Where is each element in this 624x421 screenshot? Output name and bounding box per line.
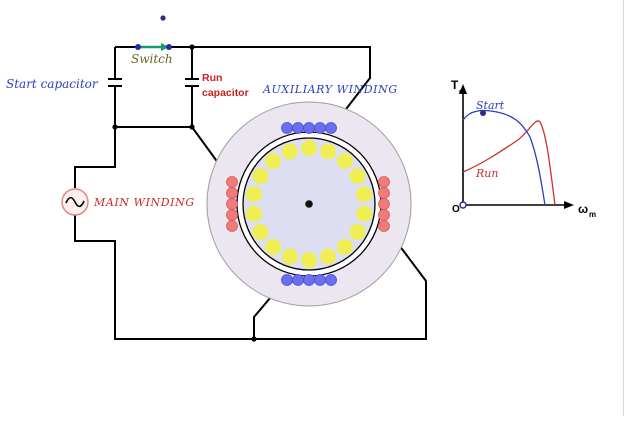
run-capacitor-symbol [185, 78, 199, 87]
main-coil-turn [378, 198, 390, 210]
rotor-bars [245, 140, 373, 268]
main-coil-turn [226, 198, 238, 210]
auxiliary-coil-turn [314, 274, 326, 286]
auxiliary-winding-label: AUXILIARY WINDING [262, 83, 398, 96]
rotor-bar [245, 205, 262, 222]
main-winding-label: MAIN WINDING [93, 196, 195, 209]
start-curve-marker [480, 110, 486, 116]
motor [206, 101, 412, 307]
main-coil-turn [378, 187, 390, 199]
rotor-shaft [305, 200, 313, 208]
auxiliary-coil-turn [325, 274, 337, 286]
ac-source [61, 188, 89, 216]
rotor-bar [265, 238, 282, 255]
rotor-bar [265, 153, 282, 170]
main-coil-turn [378, 176, 390, 188]
run-capacitor-label-line2: capacitor [202, 87, 249, 99]
rotor-bar [281, 248, 298, 265]
graph-y-arrow [459, 84, 467, 94]
auxiliary-coil-turn [281, 122, 293, 134]
wire-main-left [74, 127, 427, 340]
main-coil-turn [378, 220, 390, 232]
main-coil-right [378, 176, 390, 232]
start-capacitor-symbol [108, 78, 122, 87]
rotor-bar [301, 252, 317, 268]
run-capacitor-label-line1: Run [202, 72, 222, 84]
rotor-bar [336, 238, 353, 255]
auxiliary-coil-bottom [281, 274, 337, 286]
rotor-bar [336, 153, 353, 170]
main-coil-turn [226, 187, 238, 199]
junction-dots [112, 44, 257, 342]
start-torque-curve [462, 109, 546, 206]
rotor-bar [356, 205, 373, 222]
rotor-bar [245, 186, 262, 203]
auxiliary-coil-turn [303, 122, 315, 134]
graph-x-label: ω [578, 202, 588, 216]
rotor-bar [320, 143, 337, 160]
run-torque-curve [462, 120, 556, 206]
auxiliary-coil-turn [303, 274, 315, 286]
auxiliary-coil-turn [292, 274, 304, 286]
auxiliary-coil-turn [314, 122, 326, 134]
switch-indicator-dot [160, 15, 166, 21]
auxiliary-coil-turn [325, 122, 337, 134]
auxiliary-coil-top [281, 122, 337, 134]
main-coil-turn [226, 176, 238, 188]
run-curve-label: Run [475, 167, 498, 180]
rotor-bar [349, 168, 366, 184]
wire-top-rail [115, 46, 371, 127]
graph-y-subscript: e [459, 87, 464, 96]
switch-terminal-right [166, 44, 172, 50]
graph-x-subscript: m [589, 210, 596, 219]
main-coil-left [226, 176, 238, 232]
start-capacitor-label: Start capacitor [6, 77, 99, 91]
switch-arrowhead [161, 43, 169, 51]
auxiliary-coil-turn [292, 122, 304, 134]
graph-y-label: T [451, 78, 459, 92]
rotor-bar [301, 140, 317, 156]
start-curve-label: Start [476, 99, 505, 112]
rotor-bar [320, 248, 337, 265]
auxiliary-coil-turn [281, 274, 293, 286]
rotor-bar [252, 168, 269, 184]
graph-x-arrow [564, 201, 574, 209]
graph-origin-label: O [452, 204, 460, 215]
centrifugal-switch [135, 15, 172, 51]
rotor-bar [356, 186, 373, 203]
rotor-bar [281, 143, 298, 160]
switch-label: Switch [131, 52, 173, 66]
torque-speed-graph: T e ω m O Start Run [451, 78, 596, 219]
rotor-bar [349, 224, 366, 240]
switch-terminal-left [135, 44, 141, 50]
main-coil-turn [226, 209, 238, 221]
main-coil-turn [226, 220, 238, 232]
rotor-bar [252, 224, 269, 240]
graph-origin-marker [459, 201, 467, 209]
main-coil-turn [378, 209, 390, 221]
